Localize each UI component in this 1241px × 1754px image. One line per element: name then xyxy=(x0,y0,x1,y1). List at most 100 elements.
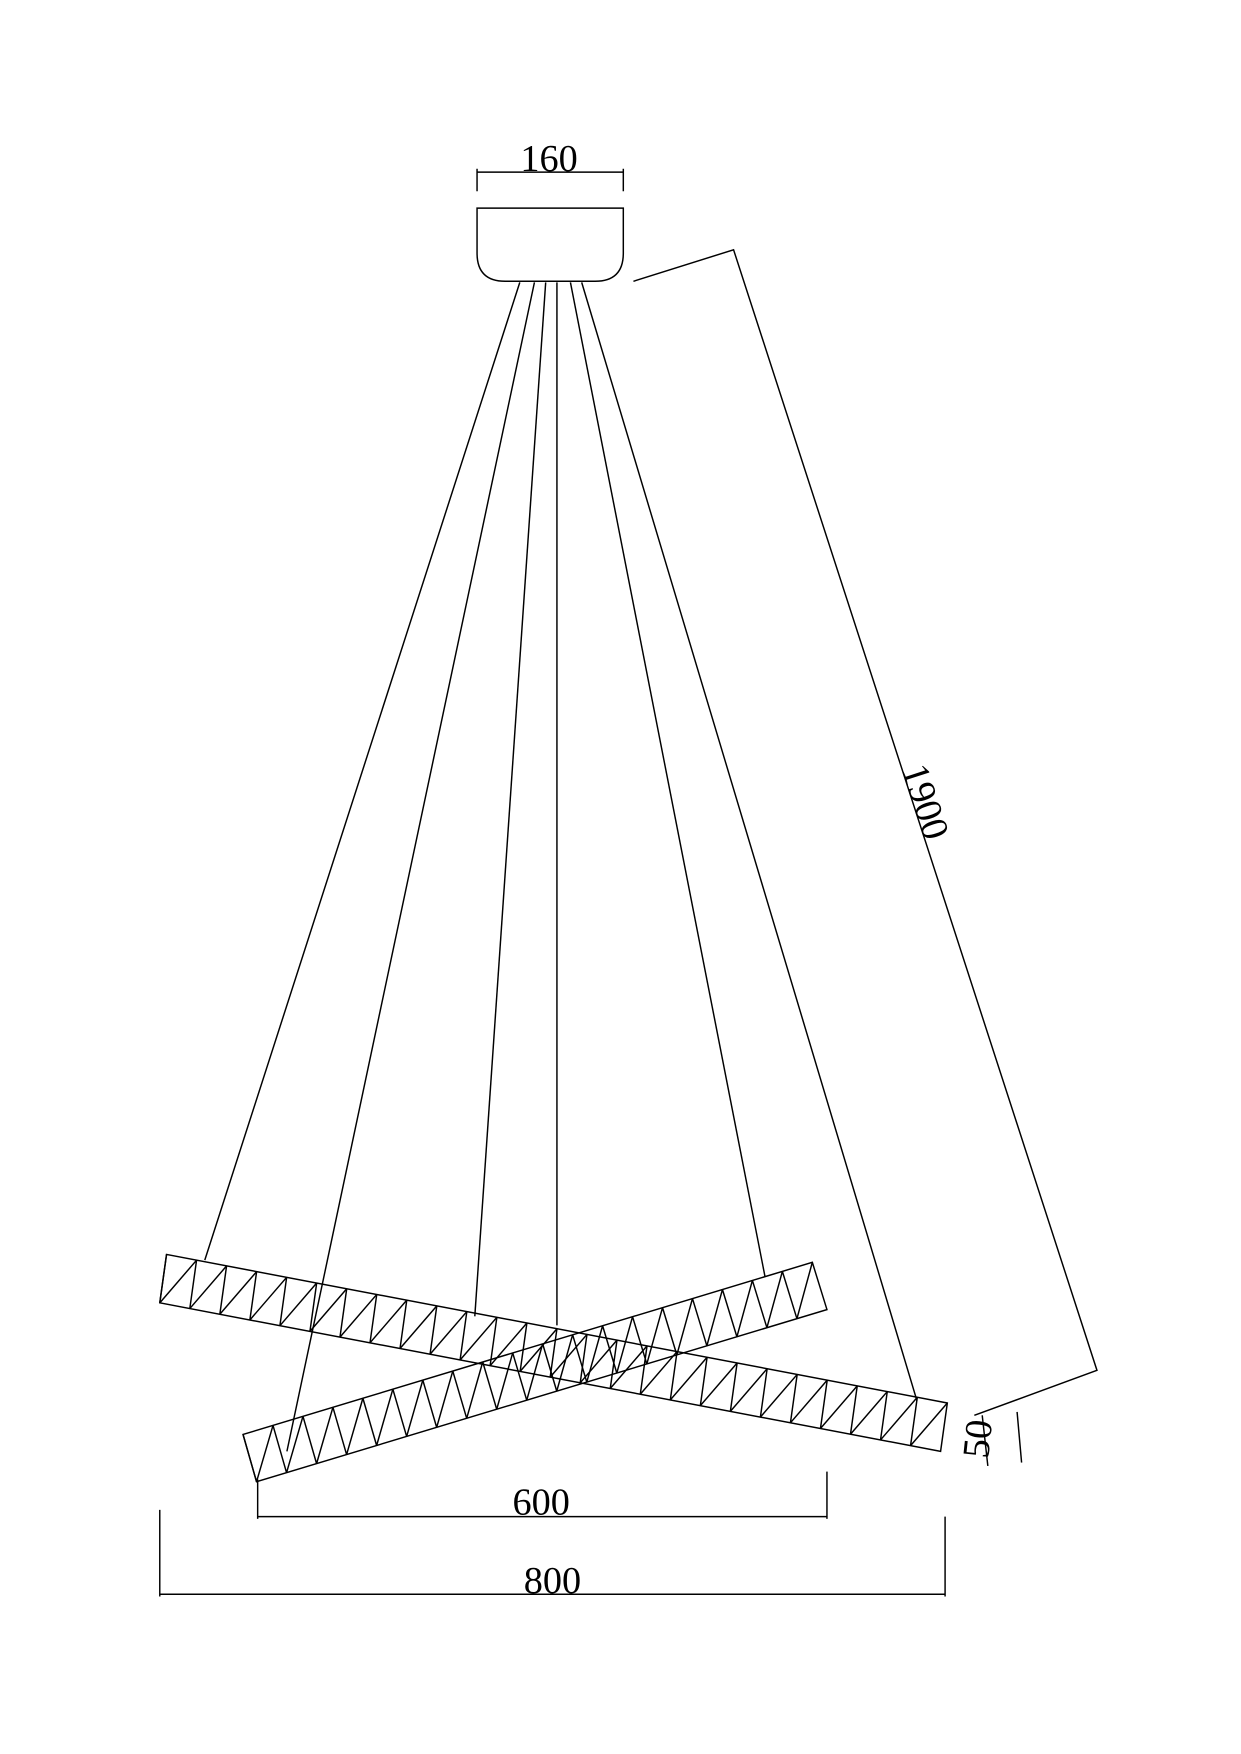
crystal-edge xyxy=(315,1407,334,1464)
crystal-edge xyxy=(249,1271,258,1321)
crystal-edge xyxy=(339,1288,348,1338)
crystal-edge xyxy=(571,1334,588,1383)
crystal-edge xyxy=(759,1368,768,1418)
crystal-edge xyxy=(345,1398,364,1455)
crystal-edge xyxy=(375,1388,394,1446)
crystal-edge xyxy=(669,1351,678,1401)
crystal-edge xyxy=(556,1334,574,1392)
crystal-edge xyxy=(459,1316,498,1361)
crystal-edge xyxy=(691,1298,708,1347)
crystal-edge xyxy=(699,1357,708,1406)
crystal-edge xyxy=(796,1262,814,1319)
crystal-edge xyxy=(736,1280,754,1337)
crystal-edge xyxy=(669,1356,708,1401)
large-ring-label: 800 xyxy=(524,1560,581,1602)
cable xyxy=(286,282,536,1452)
crystal-edge xyxy=(362,1398,378,1446)
crystal-edge xyxy=(751,1280,768,1328)
crystal-edge xyxy=(279,1282,318,1327)
large-ring-dimension: 800 xyxy=(159,1509,946,1602)
crystal-edge xyxy=(249,1276,288,1321)
crystal-edge xyxy=(309,1288,348,1332)
crystal-edge xyxy=(429,1305,438,1355)
crystal-edge xyxy=(429,1311,468,1355)
height-dimension: 1900 xyxy=(633,248,1098,1417)
canopy-width-label: 160 xyxy=(520,138,577,180)
small-ring-label: 600 xyxy=(512,1481,569,1523)
crystal-edge xyxy=(285,1416,304,1473)
crystal-edge xyxy=(586,1325,604,1383)
crystal-edge xyxy=(781,1271,798,1319)
crystal-edge xyxy=(489,1317,498,1366)
crystal-edge xyxy=(849,1391,888,1435)
cable xyxy=(569,282,766,1278)
crystal-edge xyxy=(699,1362,738,1407)
crystal-edge xyxy=(819,1385,858,1429)
crystal-edge xyxy=(729,1362,738,1412)
crystal-edge xyxy=(309,1282,318,1332)
crystal-edge xyxy=(541,1343,558,1392)
crystal-edge xyxy=(435,1370,454,1428)
crystal-edge xyxy=(616,1316,634,1374)
height-label: 1900 xyxy=(893,759,957,845)
crystal-edge xyxy=(759,1373,798,1418)
cable xyxy=(204,282,521,1261)
thickness-dimension: 50 xyxy=(955,1411,1023,1467)
crystal-edge xyxy=(601,1325,618,1374)
crystal-edge xyxy=(706,1289,724,1347)
crystal-edge xyxy=(159,1259,198,1304)
crystal-edge xyxy=(549,1333,588,1378)
cable xyxy=(580,282,918,1401)
crystal-edge xyxy=(189,1265,228,1310)
crystal-edge xyxy=(519,1328,558,1372)
canopy xyxy=(476,207,625,283)
crystal-edge xyxy=(482,1361,498,1410)
crystal-edge xyxy=(242,1434,258,1482)
crystal-edge xyxy=(496,1352,514,1410)
suspension-cables xyxy=(204,282,918,1452)
crystal-edge xyxy=(159,1254,168,1303)
crystal-edge xyxy=(729,1368,768,1412)
crystal-edge xyxy=(676,1298,694,1356)
crystal-edge xyxy=(399,1300,408,1349)
crystal-edge xyxy=(189,1260,198,1309)
crystal-edge xyxy=(255,1425,274,1482)
crystal-edge xyxy=(302,1416,318,1464)
canopy-width-dimension: 160 xyxy=(476,138,625,192)
crystal-edge xyxy=(452,1370,468,1419)
crystal-edge xyxy=(519,1322,528,1372)
crystal-edge xyxy=(631,1316,648,1365)
crystal-edge xyxy=(392,1388,408,1437)
crystal-edge xyxy=(279,1277,288,1326)
crystal-edge xyxy=(526,1343,544,1401)
crystal-edge xyxy=(910,1402,948,1447)
crystal-edge xyxy=(609,1345,648,1389)
large-ring xyxy=(158,1253,949,1453)
crystal-edge xyxy=(579,1339,618,1384)
crystal-edge xyxy=(849,1385,858,1435)
crystal-edge xyxy=(369,1299,408,1344)
crystal-edge xyxy=(819,1380,828,1429)
crystal-edge xyxy=(405,1379,424,1437)
crystal-edge xyxy=(459,1311,468,1361)
crystal-edge xyxy=(789,1374,798,1423)
crystal-edge xyxy=(422,1379,438,1428)
crystal-edge xyxy=(399,1305,438,1350)
crystal-edge xyxy=(721,1289,738,1337)
crystal-edge xyxy=(219,1265,228,1315)
crystal-edge xyxy=(272,1425,288,1473)
crystal-edge xyxy=(879,1391,888,1441)
cable xyxy=(474,282,547,1317)
crystal-edge xyxy=(661,1307,678,1356)
crystal-edge xyxy=(339,1293,378,1338)
crystal-edge xyxy=(511,1352,528,1401)
small-ring-dimension: 600 xyxy=(256,1471,828,1523)
crystal-edge xyxy=(332,1407,348,1455)
crystal-edge xyxy=(465,1361,484,1419)
crystal-edge xyxy=(579,1334,588,1383)
crystal-edge xyxy=(909,1397,919,1446)
crystal-edge xyxy=(879,1396,918,1441)
crystal-edge xyxy=(369,1294,378,1343)
crystal-edge xyxy=(766,1271,784,1328)
